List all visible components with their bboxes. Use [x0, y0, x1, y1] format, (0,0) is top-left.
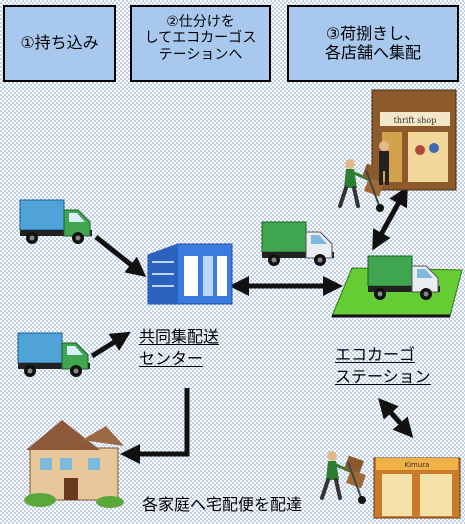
- step-1-label: ①持ち込み: [20, 33, 99, 53]
- truck-icon: [19, 199, 93, 245]
- distribution-center-icon: [147, 243, 233, 305]
- home-delivery-label: 各家庭へ宅配便を配達: [142, 495, 303, 514]
- house-icon: [24, 420, 124, 508]
- thrift-shop-icon: thrift shop: [371, 89, 457, 191]
- eco-cargo-station-icon: [331, 255, 463, 318]
- kimura-shop-icon: Kimura: [373, 457, 461, 519]
- kimura-shop-sign: Kimura: [405, 461, 430, 469]
- truck-icon: [17, 332, 91, 378]
- step-2-label: ②仕分けを してエコカーゴス テーションへ: [144, 14, 257, 63]
- center-label: 共同集配送 センター: [139, 327, 220, 368]
- arrow-station-shop-bottom: [378, 397, 414, 439]
- station-label: エコカーゴ ステーション: [335, 345, 431, 386]
- step-2-box: ②仕分けを してエコカーゴス テーションへ: [130, 5, 271, 82]
- arrow-station-shop-top: [372, 185, 408, 251]
- step-3-label: ③荷捌きし、 各店舗へ集配: [324, 24, 421, 62]
- shop-person-icon: [379, 141, 389, 185]
- step-1-box: ①持ち込み: [3, 5, 116, 82]
- arrow-truck1-to-center: [94, 235, 147, 277]
- step-3-box: ③荷捌きし、 各店舗へ集配: [287, 5, 459, 82]
- worker-with-cart-icon: [320, 449, 368, 506]
- thrift-shop-sign: thrift shop: [394, 116, 437, 125]
- arrows: [90, 185, 414, 464]
- arrow-center-to-home: [120, 388, 190, 464]
- truck-icon: [261, 221, 335, 267]
- arrow-truck2-to-center: [90, 331, 131, 359]
